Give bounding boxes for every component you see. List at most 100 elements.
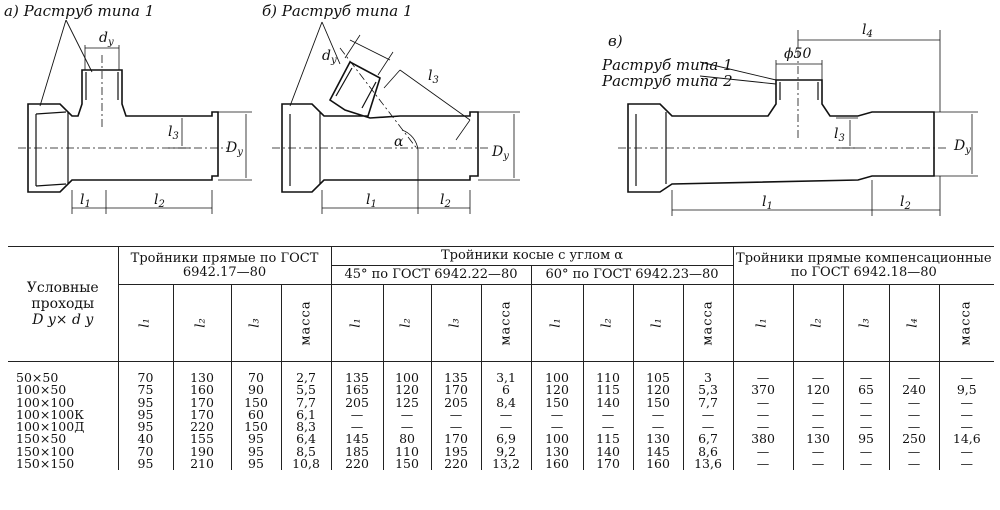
figure-c-compensation-tee bbox=[618, 30, 978, 216]
table-cell: 205 bbox=[430, 396, 482, 409]
table-cell: 9,5 bbox=[938, 383, 995, 397]
table-cell: 380 bbox=[732, 433, 794, 446]
row-size-label: 100×100К bbox=[8, 408, 119, 422]
row-size-label: 100×50 bbox=[8, 383, 119, 397]
table-cell: 70 bbox=[117, 445, 174, 459]
figure-a-label: а) bbox=[4, 2, 19, 20]
table-cell: 70 bbox=[117, 361, 174, 385]
table-cell: — bbox=[582, 408, 634, 422]
column-label: l₁ bbox=[732, 284, 794, 362]
figure-b-dim-Dy: Dy bbox=[491, 144, 509, 162]
table-cell: 190 bbox=[172, 445, 232, 459]
table-cell: 2,7 bbox=[280, 361, 332, 385]
table-cell: 220 bbox=[330, 457, 384, 471]
table-cell: 95 bbox=[230, 433, 282, 446]
figure-b-caption: Раструб типа 1 bbox=[281, 2, 413, 20]
table-cell: 3 bbox=[682, 361, 734, 385]
table-cell: 7,7 bbox=[280, 396, 332, 409]
figure-a-dim-l3: l3 bbox=[168, 124, 179, 142]
table-cell: — bbox=[330, 408, 384, 422]
table-cell: 130 bbox=[172, 361, 232, 385]
column-label: l₁ bbox=[117, 284, 174, 362]
column-label: l₃ bbox=[430, 284, 482, 362]
table-cell: — bbox=[632, 420, 684, 434]
table-cell: — bbox=[792, 457, 844, 471]
table-cell: 160 bbox=[530, 457, 584, 471]
row-size-label: 100×100Д bbox=[8, 420, 119, 434]
table-cell: 170 bbox=[172, 408, 232, 422]
table-cell: — bbox=[792, 420, 844, 434]
table-cell: 165 bbox=[330, 383, 384, 397]
table-cell: 130 bbox=[792, 433, 844, 446]
table-cell: 100 bbox=[530, 361, 584, 385]
table-cell: — bbox=[682, 420, 734, 434]
table-cell: 120 bbox=[530, 383, 584, 397]
figure-c-caption-1: Раструб типа 1 bbox=[601, 56, 733, 74]
table-cell: — bbox=[842, 445, 890, 459]
table-cell: 95 bbox=[117, 396, 174, 409]
table-cell: 115 bbox=[582, 433, 634, 446]
column-label: масса bbox=[280, 284, 332, 362]
table-cell: 5,5 bbox=[280, 383, 332, 397]
table-cell: 95 bbox=[117, 457, 174, 471]
figure-c-label: в) bbox=[608, 32, 623, 50]
table-cell: 110 bbox=[582, 361, 634, 385]
table-cell: — bbox=[842, 457, 890, 471]
table-cell: 160 bbox=[632, 457, 684, 471]
svg-text:а) Раструб типа 1: а) Раструб типа 1 bbox=[4, 2, 154, 20]
group-oblique-header: Тройники косые с углом α bbox=[330, 246, 734, 266]
table-cell: — bbox=[938, 408, 995, 422]
subgroup-60-header: 60° по ГОСТ 6942.23—80 bbox=[530, 265, 734, 285]
table-cell: 205 bbox=[330, 396, 384, 409]
figure-c-dim-l4: l4 bbox=[862, 22, 873, 40]
table-cell: 135 bbox=[330, 361, 384, 385]
column-label: l₂ bbox=[382, 284, 432, 362]
table-cell: — bbox=[732, 408, 794, 422]
table-cell: — bbox=[732, 420, 794, 434]
table-cell: 6,9 bbox=[480, 433, 532, 446]
column-label: масса bbox=[682, 284, 734, 362]
table-cell: 125 bbox=[382, 396, 432, 409]
table-cell: 14,6 bbox=[938, 433, 995, 446]
table-cell: — bbox=[792, 408, 844, 422]
figure-b-dim-alpha: α bbox=[394, 134, 404, 150]
row-header: Условные проходы D y× d y bbox=[8, 246, 119, 362]
table-cell: — bbox=[888, 396, 940, 409]
table-cell: 6,1 bbox=[280, 408, 332, 422]
table-cell: 110 bbox=[382, 445, 432, 459]
table-cell: — bbox=[732, 457, 794, 471]
figure-b-dim-l3: l3 bbox=[428, 68, 439, 86]
table-cell: 95 bbox=[230, 457, 282, 471]
figure-c-dim-l1: l1 bbox=[762, 194, 773, 212]
figure-c-diameter: ϕ50 bbox=[784, 46, 811, 62]
table-cell: — bbox=[842, 361, 890, 385]
table-cell: 220 bbox=[172, 420, 232, 434]
table-cell: 150 bbox=[382, 457, 432, 471]
column-label: l₂ bbox=[792, 284, 844, 362]
column-label: l₂ bbox=[582, 284, 634, 362]
table-cell: 370 bbox=[732, 383, 794, 397]
table-cell: — bbox=[842, 396, 890, 409]
row-size-label: 50×50 bbox=[8, 361, 119, 385]
table-cell: 105 bbox=[632, 361, 684, 385]
table-cell: 90 bbox=[230, 383, 282, 397]
figure-b-oblique-tee bbox=[272, 21, 520, 214]
table-cell: — bbox=[938, 361, 995, 385]
figure-b-dim-l1: l1 bbox=[366, 192, 377, 210]
table-cell: 8,4 bbox=[480, 396, 532, 409]
column-label: масса bbox=[938, 284, 995, 362]
table-cell: — bbox=[732, 396, 794, 409]
table-cell: 7,7 bbox=[682, 396, 734, 409]
table-cell: 130 bbox=[632, 433, 684, 446]
svg-text:б) Раструб типа 1: б) Раструб типа 1 bbox=[262, 2, 412, 20]
column-label: l₄ bbox=[888, 284, 940, 362]
spec-table: Условные проходы D y× d y Тройники прямы… bbox=[8, 246, 995, 471]
table-cell: 100 bbox=[382, 361, 432, 385]
column-label: l₂ bbox=[172, 284, 232, 362]
table-cell: 145 bbox=[632, 445, 684, 459]
table-cell: 210 bbox=[172, 457, 232, 471]
